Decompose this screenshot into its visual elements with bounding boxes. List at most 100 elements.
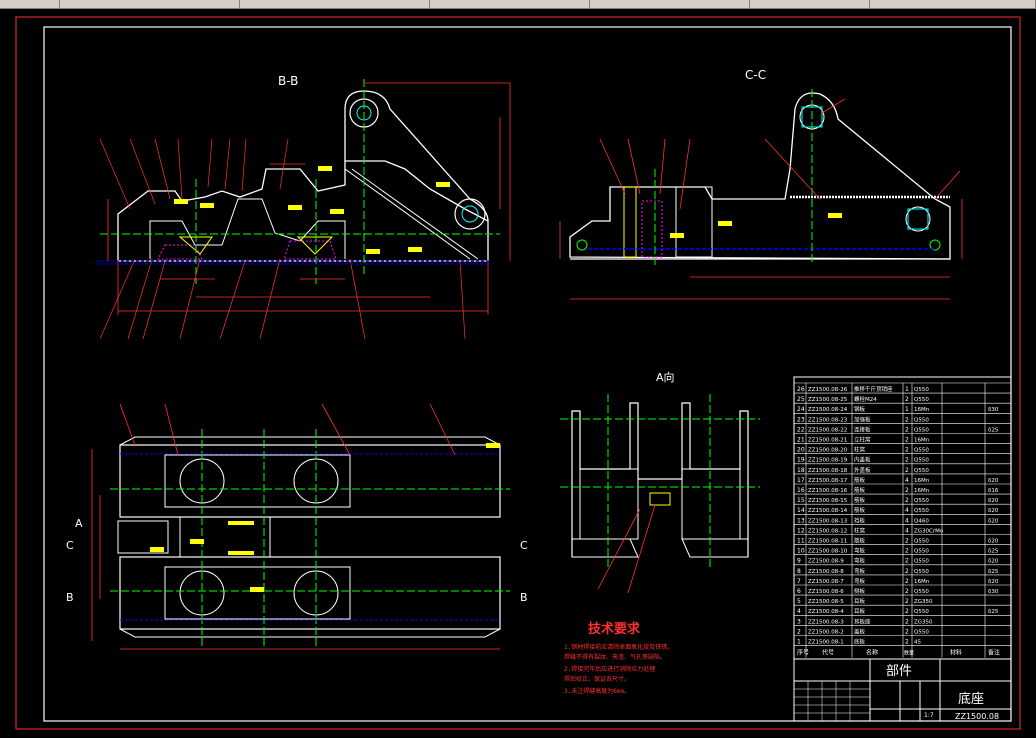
bom-cell-note: δ30	[988, 407, 999, 413]
bom-cell-mat: Q550	[914, 629, 929, 635]
bom-cell-no: 12	[797, 527, 805, 534]
cc-rib	[641, 200, 663, 258]
bom-cell-name: 弯板	[854, 557, 866, 565]
bom-cell-name: 筋板	[854, 486, 866, 494]
bom-cell-note: δ20	[988, 478, 999, 484]
bom-header-name: 名称	[866, 649, 878, 657]
bom-cell-qty: 2	[905, 467, 909, 474]
plan-lower-edge	[119, 628, 501, 638]
title-part-name: 底座	[958, 691, 984, 707]
bom-cell-mat: Q460	[914, 518, 929, 524]
bom-cell-name: 弯板	[854, 577, 866, 585]
bom-cell-code: ZZ1500.08-25	[808, 397, 848, 403]
bb-diagonal-rib	[344, 168, 471, 260]
bom-cell-mat: Q550	[914, 498, 929, 504]
toolbar-segment[interactable]	[60, 0, 240, 8]
bom-cell-mat: ZG350	[914, 619, 933, 625]
bom-cell-code: ZZ1500.08-24	[808, 407, 848, 413]
bom-cell-name: 弯板	[854, 547, 866, 555]
plan-annotations	[150, 443, 500, 592]
bom-header-qty: 数量	[904, 650, 914, 657]
bom-cell-no: 26	[797, 386, 805, 393]
bom-cell-code: ZZ1500.08-11	[808, 539, 847, 545]
bom-cell-qty: 2	[905, 598, 909, 605]
cc-block	[675, 186, 713, 258]
bom-cell-no: 11	[797, 538, 805, 545]
bom-cell-qty: 4	[905, 517, 909, 524]
bom-cell-no: 6	[797, 588, 801, 595]
bom-cell-note: δ20	[988, 518, 999, 524]
tech-line: 2.焊接完毕后应进行消除应力处理	[564, 665, 655, 673]
bom-cell-qty: 2	[905, 497, 909, 504]
bom-cell-qty: 2	[905, 568, 909, 575]
bom-cell-mat: Q550	[914, 387, 929, 393]
drawing-canvas[interactable]: B-B	[0, 9, 1036, 738]
toolbar-segment[interactable]	[240, 0, 430, 8]
bom-cell-qty: 2	[905, 396, 909, 403]
bom-cell-mat: Q550	[914, 448, 929, 454]
bb-outline	[117, 160, 489, 262]
bom-cell-code: ZZ1500.08-15	[808, 498, 848, 504]
cc-rear-hole	[905, 206, 931, 232]
bom-cell-no: 20	[797, 447, 805, 454]
cad-drawing: B-B	[15, 16, 1021, 730]
bom-cell-code: ZZ1500.08-10	[808, 549, 848, 555]
bom-cell-mat: Q550	[914, 569, 929, 575]
inner-frame	[43, 26, 1012, 722]
plan-hole	[179, 570, 225, 616]
a-outline	[571, 402, 749, 557]
bom-cell-mat: Q550	[914, 417, 929, 423]
bom-cell-code: ZZ1500.08-21	[808, 438, 847, 444]
bom-cell-mat: 16Mn	[914, 488, 930, 494]
bom-cell-code: ZZ1500.08-3	[808, 619, 844, 625]
bom-cell-qty: 2	[905, 416, 909, 423]
bom-cell-name: 加强板	[854, 415, 871, 423]
bom-cell-mat: 16Mn	[914, 407, 930, 413]
toolbar-segment[interactable]	[0, 0, 60, 8]
a-center-block	[649, 492, 671, 506]
bom-cell-qty: 2	[905, 628, 909, 635]
bom-cell-code: ZZ1500.08-20	[808, 448, 848, 454]
title-block: 部件 底座 ZZ1500.08 1:7	[793, 658, 1012, 722]
bom-cell-qty: 2	[905, 447, 909, 454]
bom-cell-mat: Q550	[914, 508, 929, 514]
bom-cell-code: ZZ1500.08-17	[808, 478, 848, 484]
toolbar-segment[interactable]	[870, 0, 1036, 8]
bom-cell-name: 内盖板	[854, 456, 871, 464]
bom-cell-no: 3	[797, 618, 801, 625]
section-mark-b-left: B	[66, 591, 74, 604]
bb-leaders	[99, 138, 466, 340]
bom-cell-note: δ25	[988, 609, 999, 615]
toolbar-segment[interactable]	[430, 0, 590, 8]
bb-rear-hole-inner	[461, 205, 479, 223]
bom-cell-note: δ25	[988, 549, 999, 555]
bom-cell-mat: Q550	[914, 468, 929, 474]
bom-cell-note: δ25	[988, 427, 999, 433]
bom-cell-qty: 2	[905, 437, 909, 444]
bom-cell-code: ZZ1500.08-26	[808, 387, 848, 393]
plan-upper-beam	[119, 444, 501, 518]
bb-diagonal-rib-2	[351, 168, 479, 260]
bom-cell-no: 4	[797, 608, 801, 615]
bb-hatch-1	[157, 244, 203, 260]
a-right-box	[681, 468, 741, 540]
bom-cell-no: 9	[797, 558, 801, 565]
bom-cell-name: 立柱窝	[854, 436, 871, 444]
tech-line: 1.钢材焊接前应清除表面氧化皮及铁锈。	[564, 643, 673, 651]
bom-cell-no: 23	[797, 416, 805, 423]
bom-cell-code: ZZ1500.08-2	[808, 629, 844, 635]
plan-section-marks: A C C B B	[66, 517, 528, 604]
plan-front-link	[117, 520, 169, 554]
toolbar-segment[interactable]	[750, 0, 870, 8]
bom-cell-mat: Q550	[914, 397, 929, 403]
bom-cell-note: δ25	[988, 569, 999, 575]
bom-cell-qty: 2	[905, 548, 909, 555]
plan-hole	[293, 570, 339, 616]
bom-cell-name: 柱窝	[854, 446, 866, 454]
bom-header-mat: 材料	[950, 649, 962, 657]
bom-cell-qty: 4	[905, 527, 909, 534]
bom-cell-code: ZZ1500.08-6	[808, 589, 844, 595]
bom-cell-mat: ZG350	[914, 599, 933, 605]
bom-cell-qty: 4	[905, 477, 909, 484]
toolbar-segment[interactable]	[590, 0, 750, 8]
